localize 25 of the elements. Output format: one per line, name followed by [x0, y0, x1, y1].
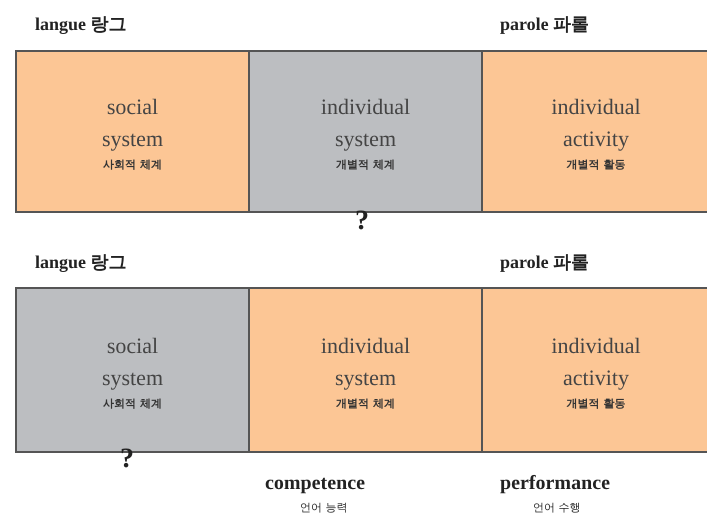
korean-caption: 언어 능력: [300, 500, 348, 515]
korean-caption: 개별적 체계: [336, 157, 395, 172]
cell-title: social system: [100, 332, 164, 392]
heading-label: langue 랑그: [35, 13, 127, 36]
question-mark: ?: [355, 205, 369, 237]
term-label: competence: [265, 472, 365, 495]
cell-title: individual system: [320, 332, 412, 392]
korean-caption: 사회적 체계: [103, 157, 162, 172]
cell-title: individual activity: [550, 332, 642, 392]
cell-title: social system: [100, 93, 164, 153]
heading-label: langue 랑그: [35, 251, 127, 274]
table-cell: [15, 50, 250, 213]
heading-label: parole 파롤: [500, 251, 590, 274]
table-cell: [481, 287, 707, 453]
table-cell: [248, 287, 483, 453]
table-cell: [481, 50, 707, 213]
term-label: performance: [500, 472, 610, 495]
korean-caption: 개별적 체계: [336, 396, 395, 410]
cell-title: individual activity: [550, 93, 642, 153]
korean-caption: 언어 수행: [533, 500, 580, 515]
korean-caption: 개별적 활동: [566, 396, 626, 410]
korean-caption: 개별적 활동: [566, 157, 626, 172]
korean-caption: 사회적 체계: [103, 396, 162, 410]
cell-title: individual system: [320, 93, 412, 153]
heading-label: parole 파롤: [500, 13, 590, 36]
